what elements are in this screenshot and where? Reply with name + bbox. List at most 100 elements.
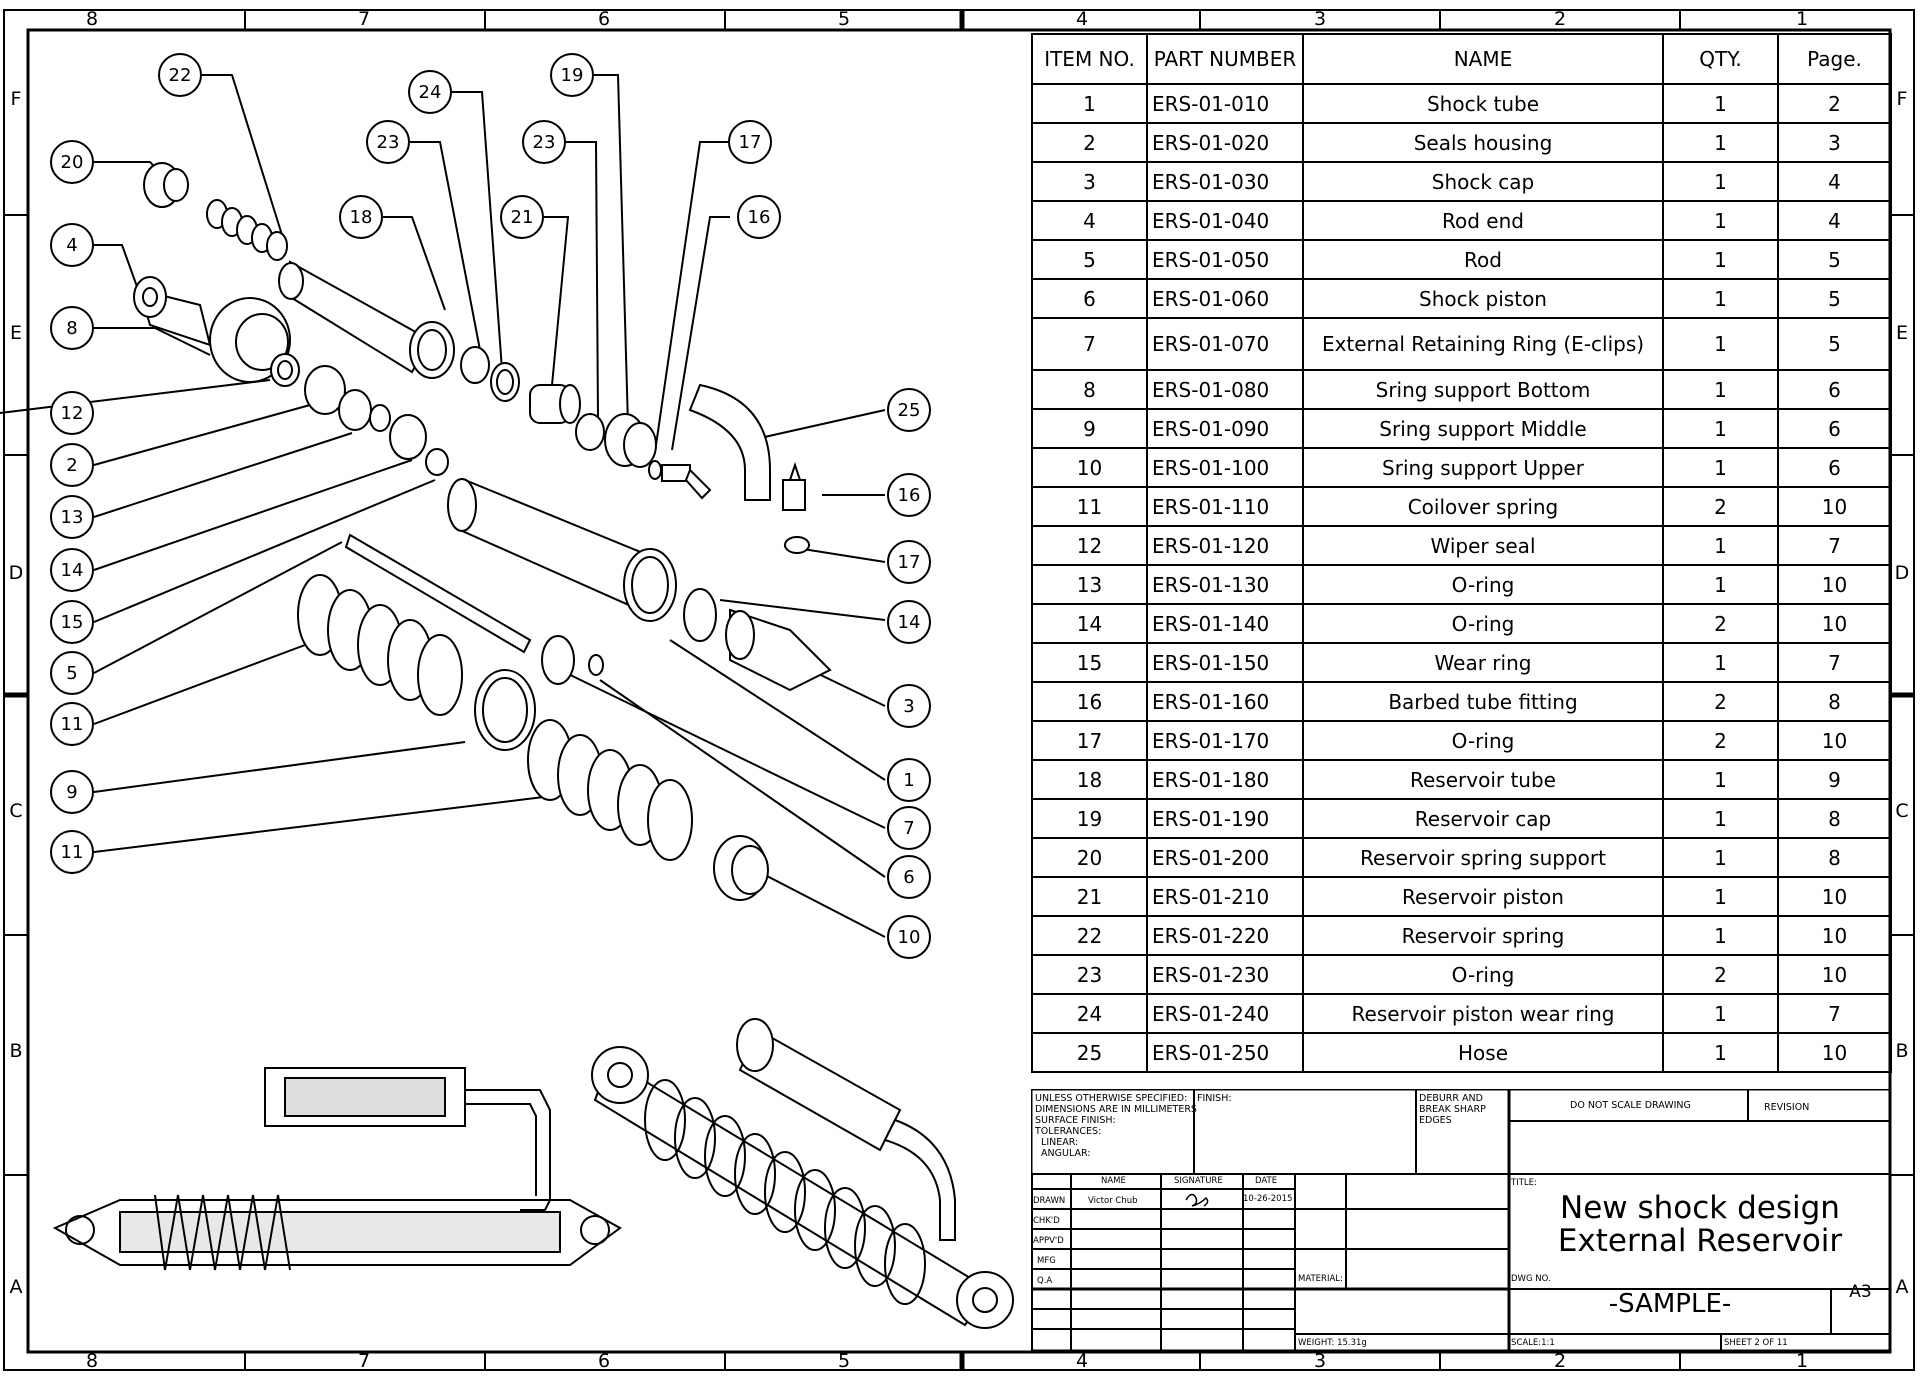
bom-header-part: PART NUMBER <box>1146 33 1304 85</box>
bom-cell-item: 20 <box>1031 837 1148 878</box>
row-drawn-label: DRAWN <box>1033 1196 1066 1206</box>
title-label: TITLE: <box>1511 1178 1537 1188</box>
bom-cell-item: 16 <box>1031 681 1148 722</box>
bom-cell-qty: 2 <box>1662 486 1779 527</box>
bom-cell-name: Sring support Middle <box>1302 408 1664 449</box>
zone-row-label: B <box>1895 1040 1909 1062</box>
bom-cell-page: 2 <box>1777 83 1892 124</box>
callout-balloon: 23 <box>366 120 410 164</box>
bom-cell-page: 8 <box>1777 681 1892 722</box>
bom-cell-name: Reservoir spring support <box>1302 837 1664 878</box>
dwg-number: -SAMPLE- <box>1608 1289 1732 1319</box>
bom-cell-page: 10 <box>1777 603 1892 644</box>
zone-col-label: 2 <box>1553 1350 1567 1372</box>
bom-cell-qty: 1 <box>1662 447 1779 488</box>
bom-cell-name: Rod <box>1302 239 1664 280</box>
bom-cell-name: Coilover spring <box>1302 486 1664 527</box>
zone-col-label: 2 <box>1553 8 1567 30</box>
weight-label: WEIGHT: 15.31g <box>1298 1338 1367 1348</box>
bom-cell-part: ERS-01-010 <box>1146 83 1304 124</box>
bom-cell-part: ERS-01-060 <box>1146 278 1304 319</box>
bom-cell-item: 3 <box>1031 161 1148 202</box>
zone-row-label: D <box>1894 562 1910 584</box>
bom-cell-qty: 1 <box>1662 83 1779 124</box>
bom-cell-name: Wear ring <box>1302 642 1664 683</box>
bom-cell-item: 6 <box>1031 278 1148 319</box>
callout-balloon: 12 <box>50 391 94 435</box>
bom-cell-page: 9 <box>1777 759 1892 800</box>
bom-cell-part: ERS-01-100 <box>1146 447 1304 488</box>
bom-cell-page: 10 <box>1777 954 1892 995</box>
bom-cell-item: 18 <box>1031 759 1148 800</box>
col-signature-label: SIGNATURE <box>1174 1176 1223 1186</box>
bom-cell-qty: 1 <box>1662 1032 1779 1073</box>
scale-label: SCALE:1:1 <box>1511 1338 1555 1348</box>
callout-balloon: 8 <box>50 306 94 350</box>
col-date-label: DATE <box>1255 1176 1278 1186</box>
callout-balloon: 4 <box>50 223 94 267</box>
bom-cell-item: 22 <box>1031 915 1148 956</box>
bom-cell-name: Shock tube <box>1302 83 1664 124</box>
zone-col-label: 7 <box>357 8 371 30</box>
bom-cell-page: 10 <box>1777 720 1892 761</box>
callout-balloon: 17 <box>887 540 931 584</box>
bom-cell-qty: 1 <box>1662 317 1779 371</box>
callout-balloon: 17 <box>728 120 772 164</box>
bom-cell-page: 4 <box>1777 200 1892 241</box>
bom-cell-item: 17 <box>1031 720 1148 761</box>
bom-cell-name: Shock cap <box>1302 161 1664 202</box>
finish-label: FINISH: <box>1197 1093 1232 1104</box>
bom-header-qty: QTY. <box>1662 33 1779 85</box>
bom-cell-part: ERS-01-050 <box>1146 239 1304 280</box>
zone-col-label: 6 <box>597 8 611 30</box>
bom-cell-page: 10 <box>1777 915 1892 956</box>
bom-cell-part: ERS-01-030 <box>1146 161 1304 202</box>
bom-cell-item: 21 <box>1031 876 1148 917</box>
callout-balloon: 11 <box>50 702 94 746</box>
bom-cell-part: ERS-01-180 <box>1146 759 1304 800</box>
callout-balloon: 2 <box>50 443 94 487</box>
bom-cell-name: External Retaining Ring (E-clips) <box>1302 317 1664 371</box>
bom-cell-name: Reservoir piston <box>1302 876 1664 917</box>
bom-cell-qty: 2 <box>1662 603 1779 644</box>
row-mfg-label: MFG <box>1037 1256 1056 1266</box>
zone-row-label: D <box>8 562 24 584</box>
bom-cell-part: ERS-01-090 <box>1146 408 1304 449</box>
bom-cell-name: Reservoir tube <box>1302 759 1664 800</box>
row-appvd-label: APPV'D <box>1033 1236 1064 1246</box>
bom-cell-item: 4 <box>1031 200 1148 241</box>
bom-cell-qty: 1 <box>1662 369 1779 410</box>
tolerance-spec: UNLESS OTHERWISE SPECIFIED: DIMENSIONS A… <box>1035 1093 1197 1159</box>
drawn-name: Victor Chub <box>1088 1196 1138 1206</box>
bom-cell-name: O-ring <box>1302 564 1664 605</box>
bom-cell-page: 10 <box>1777 876 1892 917</box>
callout-balloon: 3 <box>887 684 931 728</box>
zone-row-label: F <box>10 88 22 110</box>
bom-header-page: Page. <box>1777 33 1892 85</box>
bom-cell-item: 9 <box>1031 408 1148 449</box>
callout-balloon: 11 <box>50 830 94 874</box>
bom-cell-item: 10 <box>1031 447 1148 488</box>
zone-row-label: A <box>9 1276 23 1298</box>
bom-cell-name: Reservoir spring <box>1302 915 1664 956</box>
bom-header-item: ITEM NO. <box>1031 33 1148 85</box>
zone-col-label: 3 <box>1313 1350 1327 1372</box>
bom-cell-part: ERS-01-200 <box>1146 837 1304 878</box>
zone-col-label: 3 <box>1313 8 1327 30</box>
bom-cell-name: Seals housing <box>1302 122 1664 163</box>
bom-cell-item: 5 <box>1031 239 1148 280</box>
zone-row-label: F <box>1896 88 1908 110</box>
